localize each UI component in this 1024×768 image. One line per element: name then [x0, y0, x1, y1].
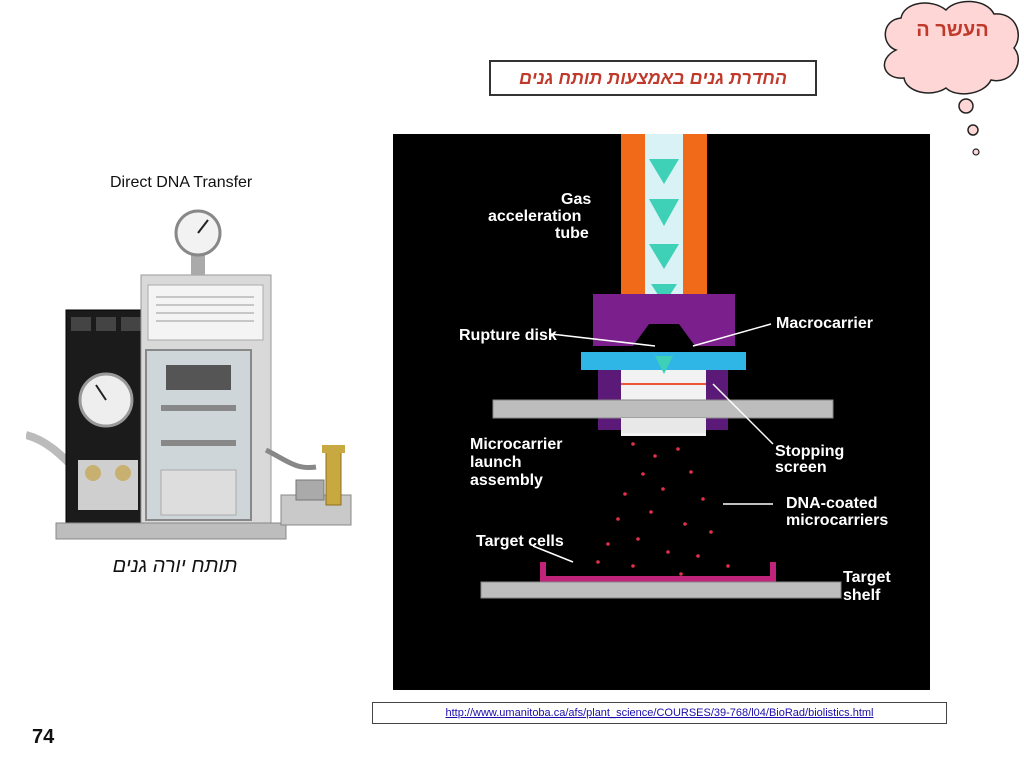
- label-rupture-disk: Rupture disk: [459, 327, 557, 344]
- biolistic-diagram-image: Gas acceleration tube Rupture disk Macro…: [393, 134, 930, 690]
- thought-cloud-icon: [883, 0, 1019, 156]
- label-target-cells: Target cells: [476, 533, 564, 550]
- label-acceleration: acceleration: [488, 208, 581, 225]
- label-assembly: assembly: [470, 472, 543, 489]
- label-macrocarrier: Macrocarrier: [776, 315, 873, 332]
- label-screen: screen: [775, 459, 827, 476]
- source-link[interactable]: http://www.umanitoba.ca/afs/plant_scienc…: [445, 707, 874, 719]
- page-number: 74: [32, 726, 55, 748]
- label-tube: tube: [555, 225, 589, 242]
- enrichment-note: העשר ה: [916, 19, 989, 41]
- label-microcarriers: microcarriers: [786, 512, 888, 529]
- source-link-box: http://www.umanitoba.ca/afs/plant_scienc…: [372, 702, 947, 724]
- label-stopping: Stopping: [775, 443, 844, 460]
- label-target: Target: [843, 569, 891, 586]
- label-microcarrier: Microcarrier: [470, 436, 563, 453]
- label-dna-coated: DNA-coated: [786, 495, 878, 512]
- label-launch: launch: [470, 454, 522, 471]
- label-gas: Gas: [561, 191, 591, 208]
- slide-title: החדרת גנים באמצעות תותח גנים: [518, 67, 788, 88]
- device-caption: תותח יורה גנים: [112, 555, 238, 577]
- gene-gun-device-image: [26, 209, 352, 540]
- direct-dna-transfer-label: Direct DNA Transfer: [110, 174, 253, 191]
- label-shelf: shelf: [843, 587, 881, 604]
- slide-title-box: החדרת גנים באמצעות תותח גנים: [489, 60, 817, 96]
